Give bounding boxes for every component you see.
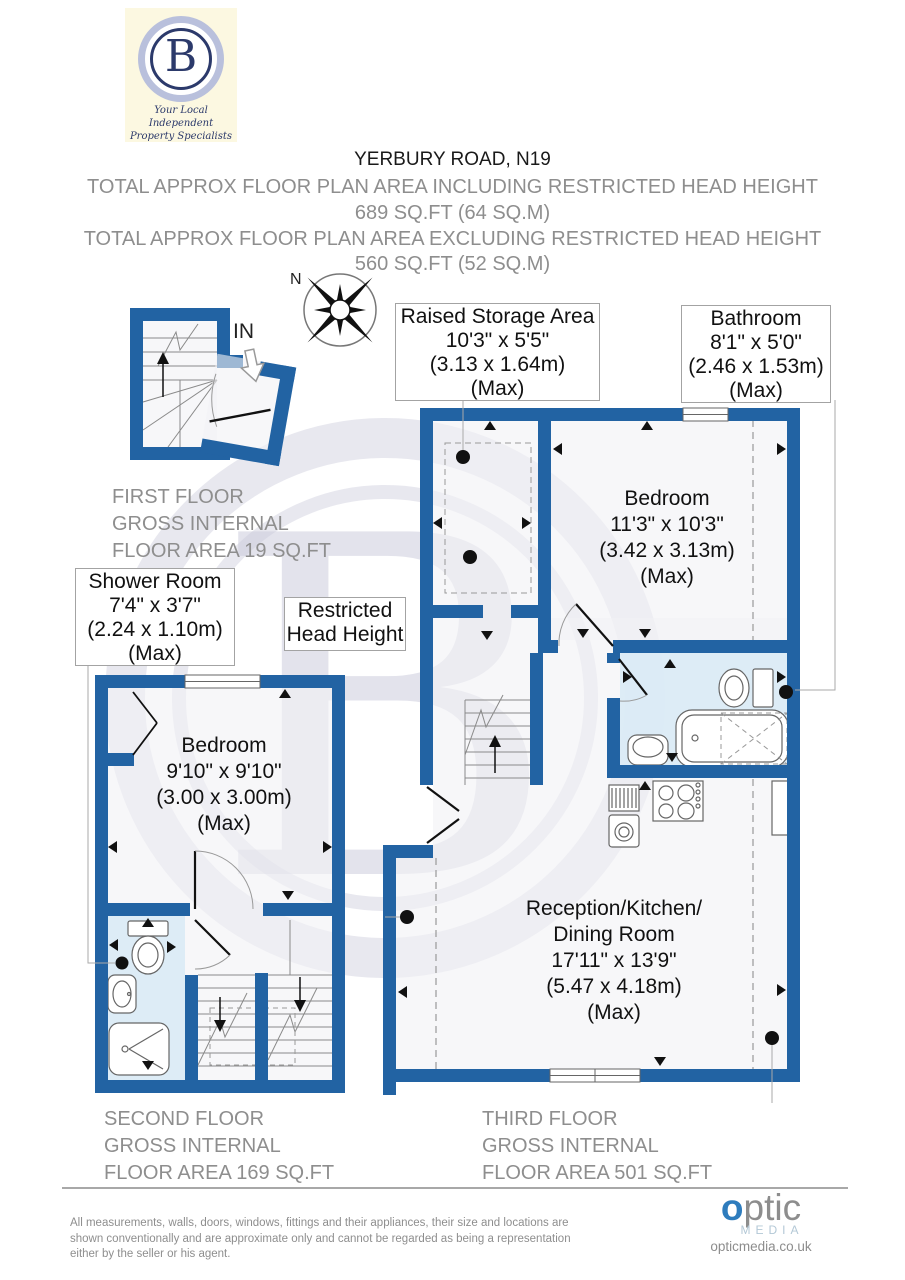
- shower-tray-icon: [108, 1022, 170, 1076]
- bedroom-third-label: Bedroom 11'3" x 10'3" (3.42 x 3.13m) (Ma…: [555, 486, 779, 590]
- third-floor-caption: THIRD FLOOR GROSS INTERNAL FLOOR AREA 50…: [482, 1106, 712, 1187]
- bedroom-third-max: (Max): [640, 565, 694, 588]
- shower-room-imperial: 7'4" x 3'7": [109, 594, 201, 617]
- first-floor-caption-line3: FLOOR AREA 19 SQ.FT: [112, 540, 331, 562]
- first-floor-stairs: [142, 323, 218, 448]
- raised-storage-imperial: 10'3" x 5'5": [445, 329, 550, 352]
- measurement-arrows: [398, 421, 786, 1066]
- agency-tagline-line1: Your Local Independent: [148, 105, 214, 129]
- second-floor-walls: [95, 675, 345, 1093]
- bathroom-imperial: 8'1" x 5'0": [710, 331, 802, 354]
- reception-imperial: 17'11" x 13'9": [551, 949, 677, 972]
- agency-logo-letter: B: [164, 31, 198, 82]
- second-floor-plan: [87, 666, 345, 1093]
- toilet-cistern: [752, 668, 774, 708]
- bathroom-max: (Max): [729, 379, 783, 402]
- bedroom-second-max: (Max): [197, 812, 251, 835]
- total-area-excluding-label: TOTAL APPROX FLOOR PLAN AREA EXCLUDING R…: [83, 228, 822, 250]
- restricted-line1: Restricted: [297, 599, 393, 622]
- bathroom-metric: (2.46 x 1.53m): [688, 355, 824, 378]
- reception-name-line1: Reception/Kitchen/: [525, 897, 703, 920]
- first-floor-caption-line2: GROSS INTERNAL: [112, 513, 289, 535]
- second-floor-doors: [132, 691, 254, 970]
- optic-media-logo: optic MEDIA opticmedia.co.uk: [688, 1187, 834, 1254]
- second-floor-window: [184, 674, 261, 689]
- third-floor-caption-line3: FLOOR AREA 501 SQ.FT: [482, 1162, 713, 1184]
- raised-storage-metric: (3.13 x 1.64m): [429, 353, 566, 376]
- restricted-head-height-lines: [435, 420, 754, 1069]
- shower-room-metric: (2.24 x 1.10m): [87, 618, 223, 641]
- agency-logo-rings: B: [138, 16, 224, 102]
- first-floor-walls: [130, 308, 243, 460]
- kitchen-fixtures: [608, 780, 799, 848]
- disclaimer-line3: either by the seller or his agent.: [70, 1248, 231, 1260]
- third-bathroom-fixtures: [627, 668, 789, 768]
- disclaimer-line2: shown conventionally and are approximate…: [70, 1232, 571, 1245]
- first-floor-entrance: [200, 353, 297, 467]
- second-floor-stairs: [197, 920, 332, 1067]
- third-floor-windows: [549, 407, 729, 1083]
- total-area-excluding-value: 560 SQ.FT (52 SQ.M): [354, 253, 551, 275]
- optic-media-sub: MEDIA: [740, 1223, 804, 1237]
- second-floor-caption-line3: FLOOR AREA 169 SQ.FT: [104, 1162, 335, 1184]
- bathroom-name: Bathroom: [710, 307, 802, 330]
- bedroom-second-name: Bedroom: [181, 734, 267, 757]
- third-floor-stairs: [464, 694, 530, 785]
- bathroom-label-box: Bathroom 8'1" x 5'0" (2.46 x 1.53m) (Max…: [681, 305, 831, 403]
- reception-label: Reception/Kitchen/ Dining Room 17'11" x …: [502, 896, 726, 1026]
- bedroom-second-metric: (3.00 x 3.00m): [156, 786, 292, 809]
- leader-lines-2: [87, 666, 129, 970]
- first-floor-caption-line1: FIRST FLOOR: [112, 486, 244, 508]
- optic-rest: ptic: [743, 1187, 802, 1228]
- reception-max: (Max): [587, 1001, 641, 1024]
- shower-room-fixtures: [107, 920, 170, 1076]
- third-floor-doors: [426, 603, 648, 844]
- reception-name-line2: Dining Room: [553, 923, 675, 946]
- shower-room-label-box: Shower Room 7'4" x 3'7" (2.24 x 1.10m) (…: [75, 568, 235, 666]
- bedroom-third-metric: (3.42 x 3.13m): [599, 539, 735, 562]
- leader-lines: [385, 400, 836, 1103]
- raised-storage-name: Raised Storage Area: [400, 305, 595, 328]
- raised-storage-label-box: Raised Storage Area 10'3" x 5'5" (3.13 x…: [395, 303, 600, 401]
- shower-room-max: (Max): [128, 642, 182, 665]
- second-floor-caption-line1: SECOND FLOOR: [104, 1108, 265, 1130]
- second-floor-caption: SECOND FLOOR GROSS INTERNAL FLOOR AREA 1…: [104, 1106, 334, 1187]
- compass-rose: N: [290, 271, 377, 347]
- third-floor-plan: [383, 400, 836, 1103]
- optic-o-icon: o: [720, 1187, 744, 1228]
- total-area-including-label: TOTAL APPROX FLOOR PLAN AREA INCLUDING R…: [87, 176, 818, 198]
- bedroom-third-imperial: 11'3" x 10'3": [610, 513, 724, 536]
- shower-room-name: Shower Room: [88, 570, 222, 593]
- bedroom-third-name: Bedroom: [624, 487, 710, 510]
- agency-logo: B Your Local Independent Property Specia…: [125, 8, 237, 142]
- first-floor-caption: FIRST FLOOR GROSS INTERNAL FLOOR AREA 19…: [112, 484, 331, 565]
- restricted-line2: Head Height: [286, 623, 404, 646]
- footer-divider: [62, 1187, 848, 1189]
- compass-north-label: N: [290, 271, 302, 288]
- optic-media-wordmark: optic: [688, 1187, 834, 1228]
- first-floor-plan: [130, 308, 297, 467]
- entrance-arrow-icon: [239, 348, 266, 383]
- disclaimer-text: All measurements, walls, doors, windows,…: [70, 1216, 650, 1263]
- third-floor-caption-line1: THIRD FLOOR: [482, 1108, 618, 1130]
- bedroom-second-imperial: 9'10" x 9'10": [166, 760, 282, 783]
- second-floor-caption-line2: GROSS INTERNAL: [104, 1135, 281, 1157]
- agency-tagline-line2: Property Specialists: [129, 131, 233, 142]
- reception-metric: (5.47 x 4.18m): [546, 975, 682, 998]
- restricted-head-height-label-box: Restricted Head Height: [284, 597, 406, 651]
- entrance-label: IN: [233, 320, 254, 343]
- third-floor-caption-line2: GROSS INTERNAL: [482, 1135, 659, 1157]
- page-title: YERBURY ROAD, N19: [354, 149, 551, 170]
- bedroom-second-label: Bedroom 9'10" x 9'10" (3.00 x 3.00m) (Ma…: [112, 733, 336, 837]
- total-area-including-value: 689 SQ.FT (64 SQ.M): [354, 202, 551, 224]
- disclaimer-line1: All measurements, walls, doors, windows,…: [70, 1217, 569, 1229]
- optic-media-url: opticmedia.co.uk: [710, 1239, 812, 1254]
- raised-storage-max: (Max): [470, 377, 525, 400]
- measurement-arrows-2: [108, 689, 332, 1070]
